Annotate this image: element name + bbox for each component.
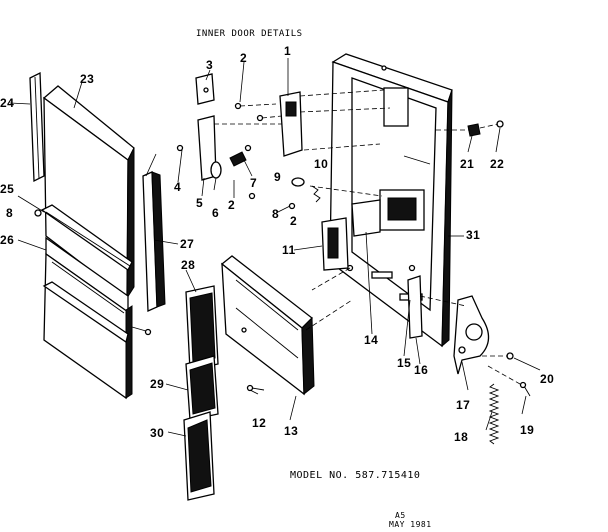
callout-19: 19 bbox=[520, 423, 535, 437]
callout-28: 28 bbox=[181, 258, 196, 272]
footer-code: A5 bbox=[395, 511, 406, 520]
part-26-lower-panel bbox=[42, 236, 133, 400]
callout-3: 3 bbox=[206, 58, 214, 72]
part-1-latch bbox=[279, 91, 303, 157]
callout-23: 23 bbox=[80, 72, 95, 86]
callout-12: 12 bbox=[252, 416, 267, 430]
part-8-screw bbox=[34, 209, 42, 217]
callout-22: 22 bbox=[490, 157, 505, 171]
callout-8b: 8 bbox=[272, 207, 280, 221]
part-9-knob bbox=[291, 177, 305, 187]
part-3-block bbox=[195, 73, 215, 105]
callout-25: 25 bbox=[0, 182, 15, 196]
assembly-lines bbox=[214, 89, 521, 385]
callout-11: 11 bbox=[282, 243, 296, 257]
callout-21: 21 bbox=[460, 157, 475, 171]
callout-10: 10 bbox=[314, 157, 329, 171]
part-19-screw bbox=[519, 381, 531, 397]
part-7-lever bbox=[229, 151, 247, 167]
callout-17: 17 bbox=[456, 398, 471, 412]
callout-26: 26 bbox=[0, 233, 15, 247]
callout-2c: 2 bbox=[290, 214, 298, 228]
callout-5: 5 bbox=[196, 196, 204, 210]
callout-31: 31 bbox=[466, 228, 481, 242]
callout-30: 30 bbox=[150, 426, 165, 440]
callout-2: 2 bbox=[240, 51, 248, 65]
callout-27: 27 bbox=[180, 237, 195, 251]
part-29-plate bbox=[185, 355, 219, 421]
footer-date: MAY 1981 bbox=[389, 520, 432, 529]
latch-screws bbox=[176, 102, 296, 210]
callout-1: 1 bbox=[284, 44, 292, 58]
callout-2b: 2 bbox=[228, 198, 236, 212]
callout-7: 7 bbox=[250, 176, 258, 190]
part-16-strap bbox=[407, 275, 423, 339]
part-26-screw bbox=[131, 326, 152, 336]
callout-15: 15 bbox=[397, 356, 412, 370]
callout-16: 16 bbox=[414, 363, 429, 377]
callout-24: 24 bbox=[0, 96, 15, 110]
part-14-bracket bbox=[351, 199, 381, 237]
callout-9: 9 bbox=[274, 170, 282, 184]
callout-14: 14 bbox=[364, 333, 379, 347]
part-24-side-trim bbox=[29, 71, 45, 183]
part-21-clip bbox=[467, 123, 481, 137]
leader-lines bbox=[9, 58, 541, 437]
part-10-spring bbox=[311, 185, 321, 203]
part-6-cam bbox=[210, 161, 222, 179]
diagram-title: INNER DOOR DETAILS bbox=[196, 29, 303, 39]
callout-8: 8 bbox=[6, 206, 14, 220]
part-28-plate bbox=[185, 285, 219, 371]
callout-4: 4 bbox=[174, 180, 182, 194]
part-30-plate bbox=[183, 411, 215, 501]
part-18-spring bbox=[488, 383, 500, 445]
part-13-liner bbox=[220, 255, 315, 396]
callout-13: 13 bbox=[284, 424, 299, 438]
part-11-bracket bbox=[321, 217, 349, 271]
callout-29: 29 bbox=[150, 377, 165, 391]
part-27-side-trim bbox=[142, 171, 166, 312]
model-number: MODEL NO. 587.715410 bbox=[290, 470, 421, 481]
part-31-door-frame bbox=[329, 53, 453, 348]
callout-6: 6 bbox=[212, 206, 220, 220]
callout-18: 18 bbox=[454, 430, 469, 444]
part-17-hinge-arm bbox=[453, 295, 490, 375]
part-12-screw bbox=[246, 384, 265, 392]
part-25-lower-trim bbox=[40, 204, 133, 271]
callout-20: 20 bbox=[540, 372, 555, 386]
